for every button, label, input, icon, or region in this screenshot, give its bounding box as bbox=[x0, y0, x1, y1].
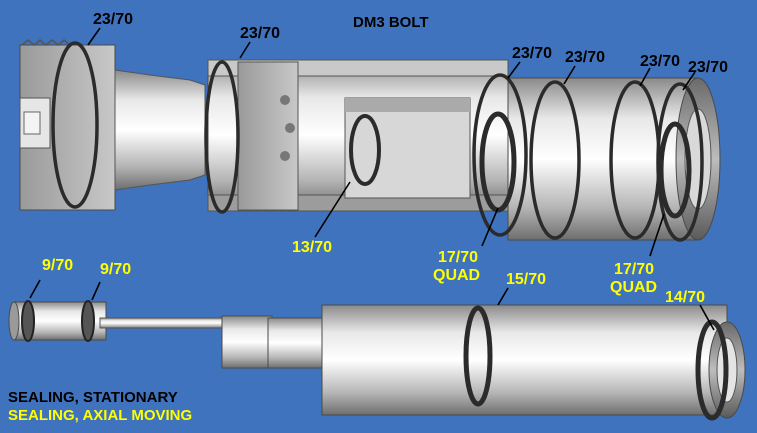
legend-moving: SEALING, AXIAL MOVING bbox=[8, 407, 192, 424]
label-o-ring-23-70-e: 23/70 bbox=[640, 53, 680, 70]
label-o-ring-23-70-c: 23/70 bbox=[512, 45, 552, 62]
leader-lines bbox=[29, 27, 715, 331]
label-o-ring-23-70-f: 23/70 bbox=[688, 59, 728, 76]
label-o-ring-23-70-d: 23/70 bbox=[565, 49, 605, 66]
label-o-ring-9-70-b: 9/70 bbox=[100, 261, 131, 278]
o-ring-13-70 bbox=[349, 114, 381, 186]
label-quad-17-70-b: 17/70 bbox=[614, 261, 654, 278]
label-o-ring-23-70-b: 23/70 bbox=[240, 25, 280, 42]
label-o-ring-13-70: 13/70 bbox=[292, 239, 332, 256]
o-ring-15-70 bbox=[463, 305, 493, 407]
lower-piston-assembly bbox=[8, 301, 746, 419]
legend-stationary: SEALING, STATIONARY bbox=[8, 389, 178, 406]
label-o-ring-15-70: 15/70 bbox=[506, 271, 546, 288]
o-ring-23-70-c bbox=[472, 73, 528, 237]
o-ring-23-70-a bbox=[51, 41, 99, 209]
label-quad-word-a: QUAD bbox=[433, 267, 480, 284]
diagram-title: DM3 BOLT bbox=[353, 14, 429, 31]
threaded-end-piece bbox=[19, 39, 206, 211]
bolt-body-cutaway bbox=[207, 59, 509, 212]
o-ring-9-70-b bbox=[81, 300, 95, 342]
label-o-ring-23-70-a: 23/70 bbox=[93, 11, 133, 28]
label-o-ring-14-70: 14/70 bbox=[665, 289, 705, 306]
quad-ring-17-70-b bbox=[658, 121, 692, 219]
label-quad-17-70-a: 17/70 bbox=[438, 249, 478, 266]
o-ring-23-70-f bbox=[656, 82, 704, 242]
o-ring-23-70-b bbox=[204, 60, 240, 214]
label-quad-word-b: QUAD bbox=[610, 279, 657, 296]
o-ring-9-70-a bbox=[21, 300, 35, 342]
o-ring-14-70 bbox=[695, 319, 729, 421]
o-ring-23-70-d bbox=[529, 80, 581, 240]
upper-bolt-assembly bbox=[19, 39, 721, 242]
label-o-ring-9-70-a: 9/70 bbox=[42, 257, 73, 274]
